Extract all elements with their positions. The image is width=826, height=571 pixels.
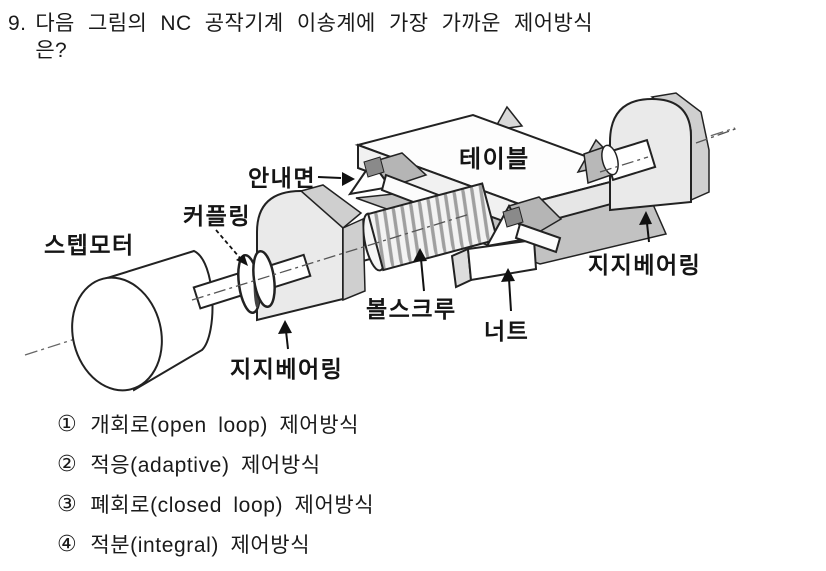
coupling-part (237, 249, 276, 315)
label-support-bearing-left: 지지베어링 (230, 356, 343, 382)
label-ball-screw: 볼스크루 (366, 296, 457, 322)
support-bearing-right-part (583, 92, 710, 212)
option-4-text: 적분(integral) 제어방식 (90, 534, 311, 557)
option-3-marker: ③ (57, 491, 78, 516)
label-table: 테이블 (459, 146, 530, 173)
label-support-bearing-right: 지지베어링 (588, 252, 701, 278)
option-1-text: 개회로(open loop) 제어방식 (90, 414, 360, 437)
label-coupling: 커플링 (183, 203, 251, 229)
label-step-motor: 스텝모터 (44, 232, 135, 258)
question: 9. 다음 그림의 NC 공작기계 이송계에 가장 가까운 제어방식 은? (8, 10, 814, 64)
option-3: ③ 폐회로(closed loop) 제어방식 (57, 491, 374, 517)
question-text: 다음 그림의 NC 공작기계 이송계에 가장 가까운 제어방식 은? (35, 10, 593, 64)
options-list: ① 개회로(open loop) 제어방식 ② 적응(adaptive) 제어방… (57, 411, 374, 571)
label-nut: 너트 (484, 318, 529, 344)
guide-surface-arrow (317, 172, 355, 186)
label-guide-surface: 안내면 (248, 165, 316, 191)
option-1-marker: ① (57, 411, 78, 436)
option-4-marker: ④ (57, 531, 78, 556)
option-4: ④ 적분(integral) 제어방식 (57, 531, 374, 557)
nut-arrow (501, 268, 515, 312)
question-number: 9. (8, 12, 27, 35)
question-line2: 은? (35, 39, 68, 62)
support-bearing-right-arrow (639, 211, 652, 243)
option-2: ② 적응(adaptive) 제어방식 (57, 451, 374, 477)
ball-screw-part (366, 182, 499, 272)
option-2-text: 적응(adaptive) 제어방식 (90, 454, 321, 477)
coupling-arrow (215, 229, 248, 266)
axis-centerline-overlay (191, 127, 739, 301)
guide-way-right (485, 196, 563, 254)
question-line1: 다음 그림의 NC 공작기계 이송계에 가장 가까운 제어방식 (35, 12, 593, 35)
option-2-marker: ② (57, 451, 78, 476)
nut-part (450, 238, 538, 289)
support-bearing-left-arrow (278, 320, 292, 350)
option-3-text: 폐회로(closed loop) 제어방식 (90, 494, 375, 517)
step-motor-part (71, 249, 214, 392)
guide-way-left (347, 152, 443, 213)
option-1: ① 개회로(open loop) 제어방식 (57, 411, 374, 437)
ball-screw-arrow (413, 248, 427, 292)
